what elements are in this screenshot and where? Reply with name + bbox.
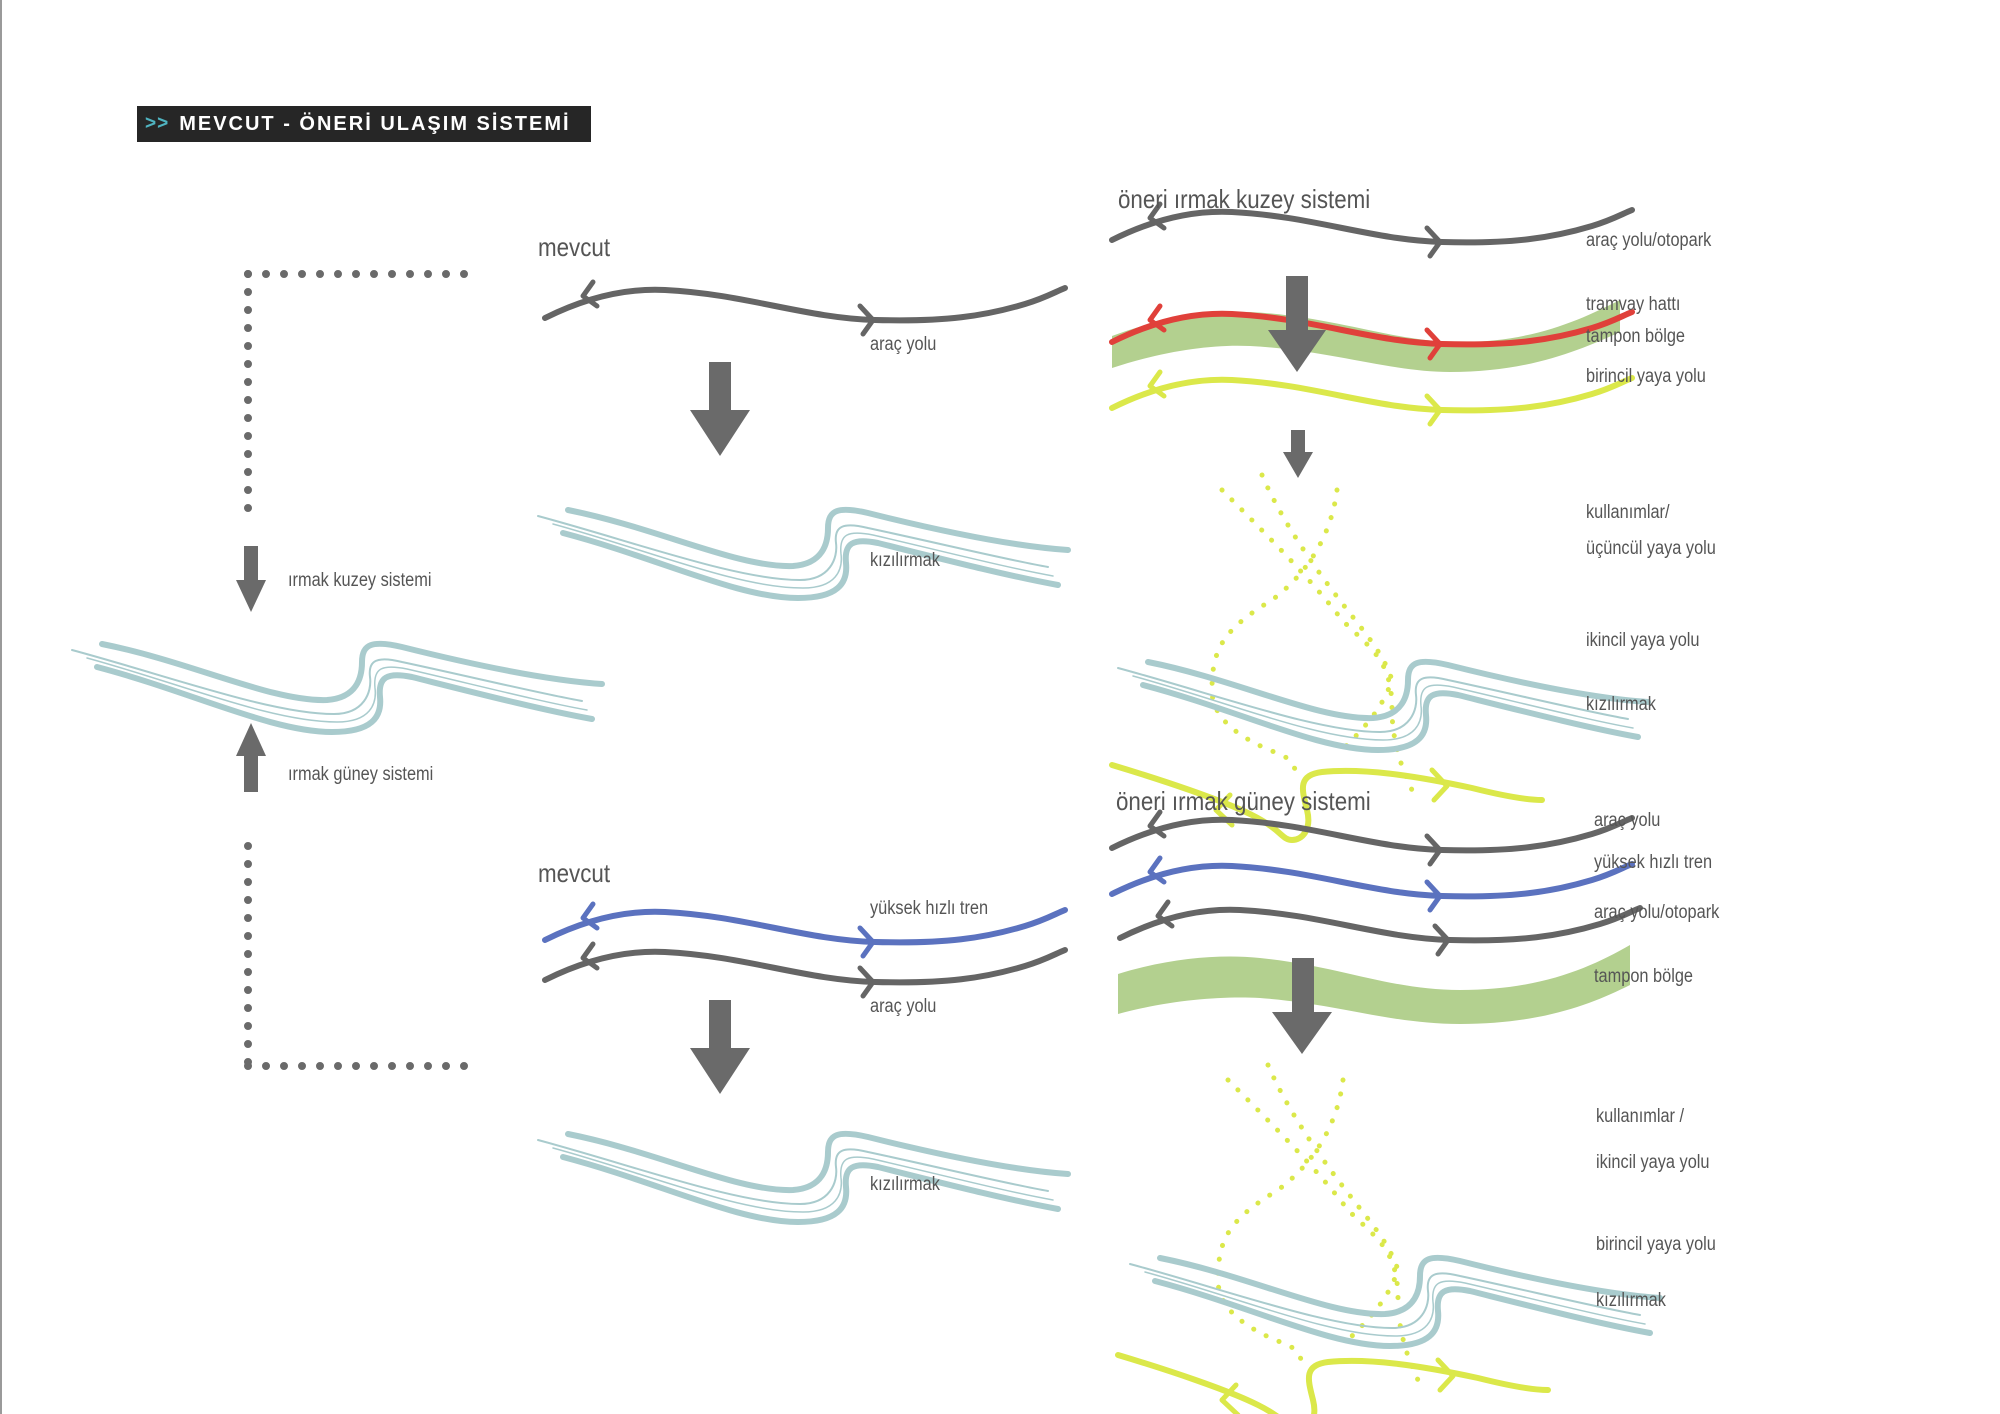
river-kizilirmak-existing-north (538, 510, 1068, 598)
label-secondary-pedestrian: ikincil yaya yolu (1596, 1152, 1710, 1173)
label-river-north-system: ırmak kuzey sistemi (288, 570, 432, 591)
heading-existing-north: mevcut (538, 232, 611, 262)
label-buffer-zone: tampon bölge (1594, 966, 1694, 987)
label-tram-line: tramvay hattı (1586, 294, 1681, 315)
arrow-down-icon (236, 546, 266, 612)
river-kizilirmak-proposed-north (1118, 662, 1648, 750)
label-road: araç yolu (870, 996, 937, 1017)
dotted-bracket-top (244, 270, 486, 514)
heading-proposed-north: öneri ırmak kuzey sistemi (1118, 184, 1371, 214)
label-river: kızılırmak (870, 550, 940, 571)
label-river: kızılırmak (1586, 694, 1656, 715)
label-tertiary-pedestrian: üçüncül yaya yolu (1586, 538, 1716, 559)
label-river: kızılırmak (870, 1174, 940, 1195)
buffer-zone-proposed-south (1118, 945, 1630, 1024)
arrow-down-icon (1268, 276, 1326, 372)
river-kizilirmak-existing-south (538, 1134, 1068, 1222)
arrow-down-icon (690, 362, 750, 456)
primary-pedestrian-proposed-north (1112, 372, 1632, 424)
arrow-down-icon (1272, 958, 1332, 1054)
label-primary-pedestrian: birincil yaya yolu (1596, 1234, 1716, 1255)
arrow-down-icon (1283, 430, 1313, 478)
pedestrian-paths-proposed-south (1118, 1065, 1548, 1414)
heading-proposed-south: öneri ırmak güney sistemi (1116, 786, 1371, 816)
page-title: MEVCUT - ÖNERİ ULAŞIM SİSTEMİ (179, 112, 571, 135)
dotted-bracket-bottom (244, 842, 486, 1070)
label-primary-pedestrian: birincil yaya yolu (1586, 366, 1706, 387)
chevron-right-icon: >> (145, 113, 170, 134)
label-river-south-system: ırmak güney sistemi (288, 764, 434, 785)
arrow-up-icon (236, 723, 266, 792)
heading-existing-south: mevcut (538, 858, 611, 888)
label-road-parking: araç yolu/otopark (1594, 902, 1720, 923)
label-uses: kullanımlar/ (1586, 502, 1670, 523)
label-uses: kullanımlar / (1596, 1106, 1685, 1127)
road-existing-north (545, 282, 1065, 334)
label-high-speed-train: yüksek hızlı tren (1594, 852, 1713, 873)
title-bar: >> MEVCUT - ÖNERİ ULAŞIM SİSTEMİ (137, 106, 591, 142)
arrow-down-icon (690, 1000, 750, 1094)
page-border (0, 0, 2, 1414)
label-buffer-zone: tampon bölge (1586, 326, 1686, 347)
road-parking-proposed-south (1120, 902, 1640, 954)
label-high-speed-train: yüksek hızlı tren (870, 898, 989, 919)
road-existing-south (545, 944, 1065, 996)
train-proposed-south (1112, 858, 1632, 910)
road-proposed-south (1112, 812, 1632, 864)
river-kizilirmak-left (72, 644, 602, 732)
label-road-parking: araç yolu/otopark (1586, 230, 1712, 251)
label-river: kızılırmak (1596, 1290, 1666, 1311)
label-secondary-pedestrian: ikincil yaya yolu (1586, 630, 1700, 651)
label-road: araç yolu (1594, 810, 1661, 831)
label-road: araç yolu (870, 334, 937, 355)
